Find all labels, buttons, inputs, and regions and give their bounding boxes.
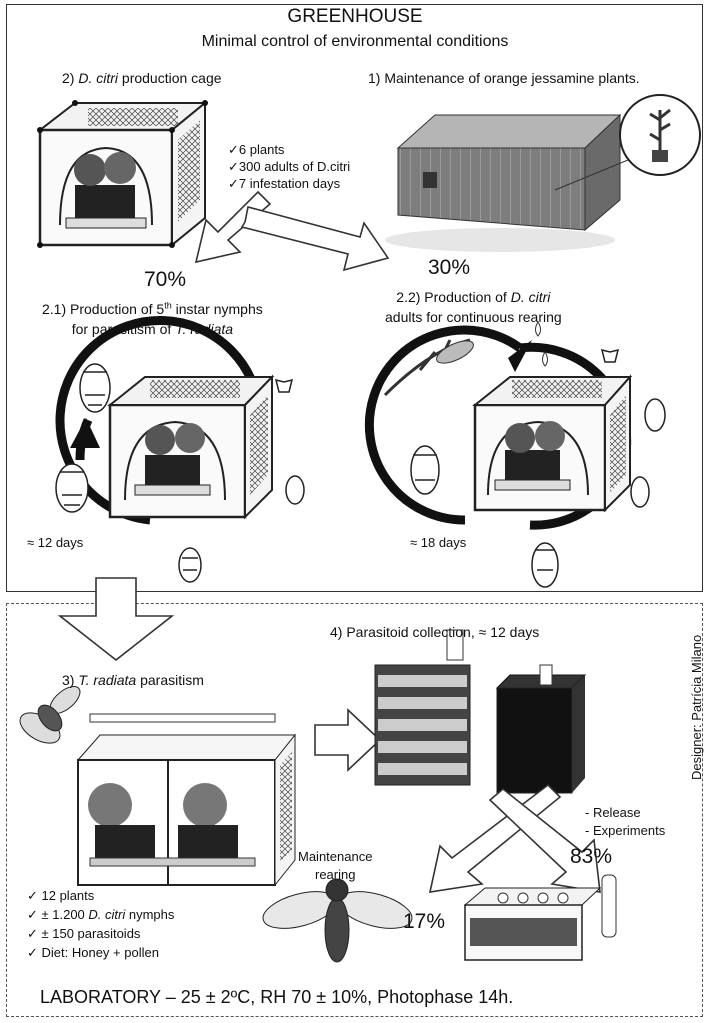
step4-label: 4) Parasitoid collection, ≈ 12 days [330,624,540,640]
condition-plants: ✓6 plants [228,142,285,157]
step21-label: 2.1) Production of 5th instar nymphs for… [42,300,263,337]
release-list: - Release - Experiments [585,805,666,838]
parasitism-cage-icon [76,713,297,887]
step2-label: 2) D. citri production cage [62,70,222,86]
nymph-cycle-left-icon [55,316,275,525]
down-arrow-icon [57,577,175,662]
step22-label: 2.2) Production of D. citri adults for c… [385,289,562,325]
maintenance-box-icon [463,874,617,961]
pct-30: 30% [428,256,471,279]
designer-credit: Designer: Patrícia Milano [689,634,704,780]
laboratory-panel [6,603,703,1017]
split-arrows-icon [428,783,601,893]
maintenance-label: Maintenance rearing [298,849,373,882]
production-cage-icon [37,100,208,248]
adult-icons-right [410,348,666,588]
adult-cycle-right-icon [364,321,633,530]
greenhouse-subtitle: Minimal control of environmental conditi… [201,33,509,50]
condition-days: ✓7 infestation days [228,176,341,191]
days-right: ≈ 18 days [410,535,467,550]
step1-label: 1) Maintenance of orange jessamine plant… [368,70,640,86]
lab-conditions-footer: LABORATORY – 25 ± 2ºC, RH 70 ± 10%, Phot… [40,987,514,1007]
crossing-arrows-icon [194,190,390,272]
days-left: ≈ 12 days [27,535,84,550]
greenhouse-building-icon [385,94,701,252]
right-arrow-icon [314,708,382,772]
pct-70: 70% [144,268,187,291]
greenhouse-title: GREENHOUSE [287,6,423,27]
wasp-large-icon [262,878,413,963]
cage-conditions: ✓6 plants ✓300 adults of D.citri ✓7 infe… [228,141,350,192]
wasp-icon [19,686,81,744]
collection-rack-icon [374,629,471,786]
pct-17: 17% [403,910,446,933]
collection-box-icon [495,664,587,794]
condition-adults: ✓300 adults of D.citri [228,159,351,174]
lab-checklist: ✓ 12 plants ✓ ± 1.200 D. citri nymphs ✓ … [27,888,175,960]
greenhouse-panel [6,4,703,592]
nymph-icons-left [55,363,305,583]
step3-label: 3) T. radiata parasitism [62,672,204,688]
pct-83: 83% [570,845,613,868]
